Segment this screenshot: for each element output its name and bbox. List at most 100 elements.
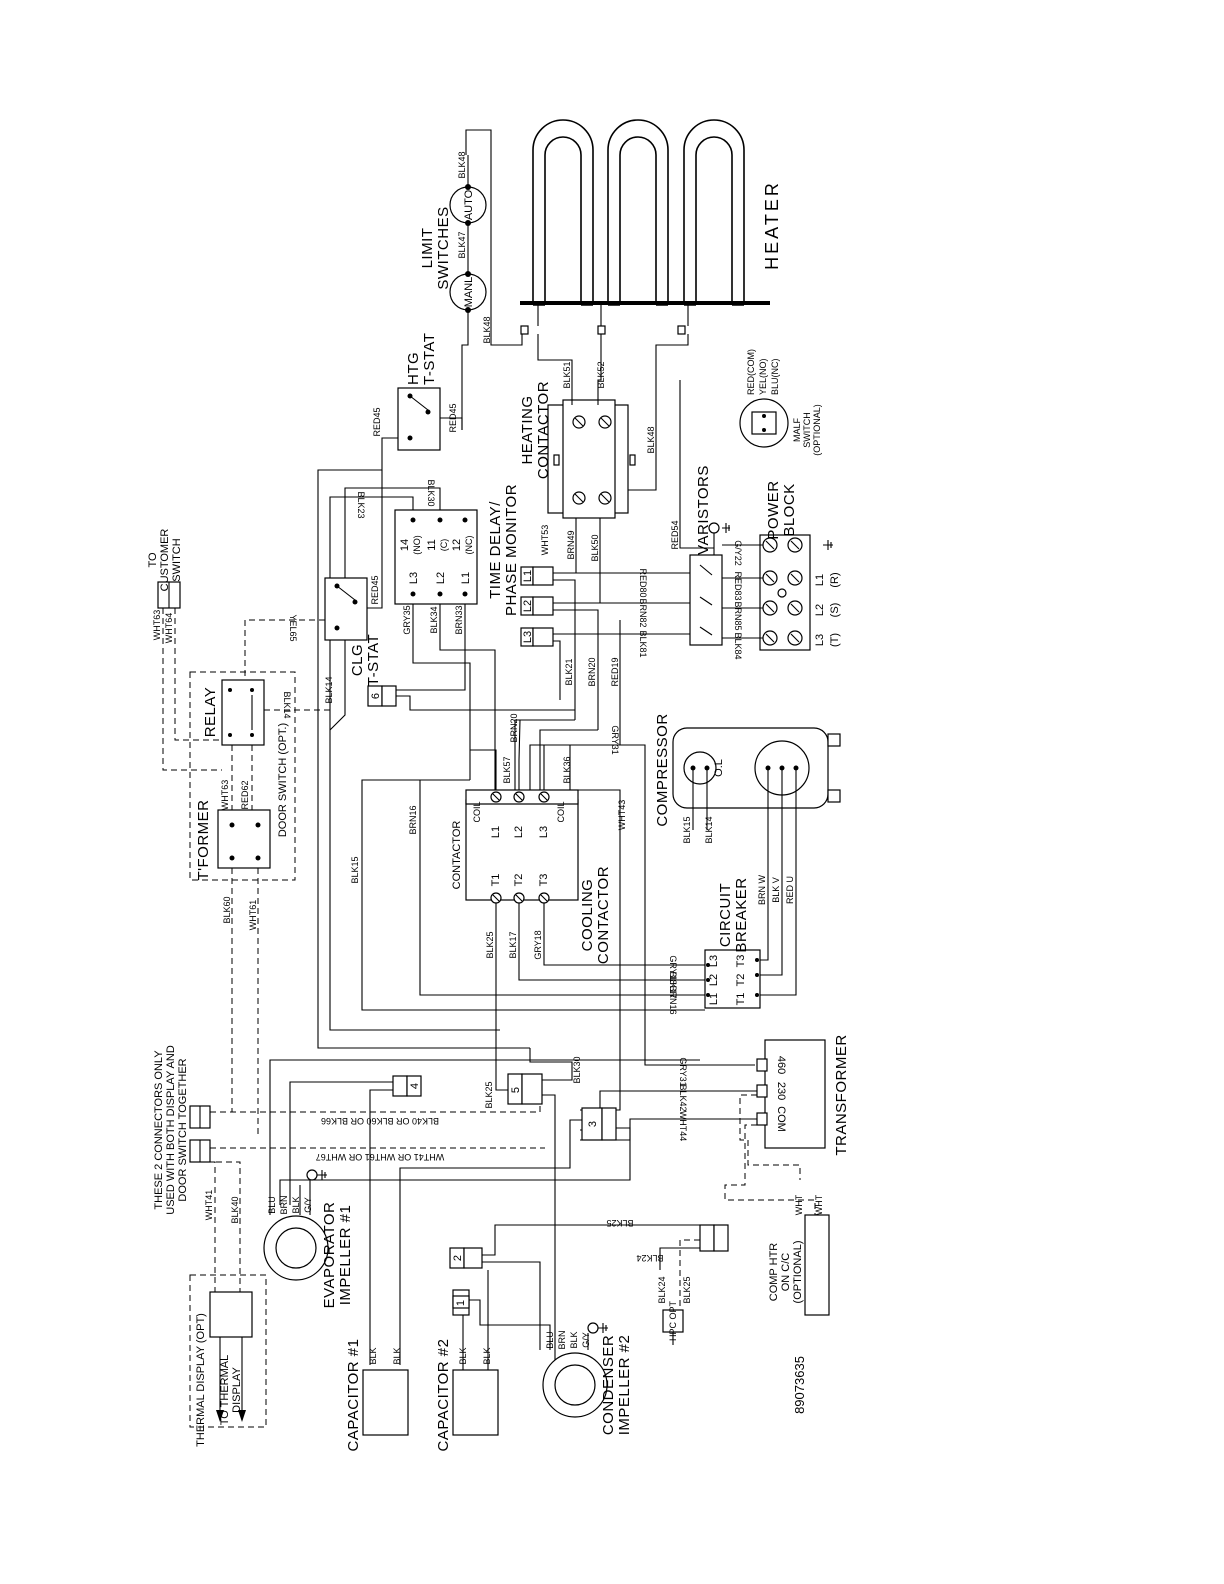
door-switch-label: DOOR SWITCH (OPT.) xyxy=(277,723,289,837)
connector-5-label: 5 xyxy=(510,1087,522,1093)
wire-red80: RED80 xyxy=(638,568,648,597)
wire-wht: WHT xyxy=(814,1194,824,1215)
cap1-blk: BLK xyxy=(368,1347,378,1364)
auto-label: AUTO xyxy=(463,189,475,220)
cb-t2: T2 xyxy=(735,974,747,987)
cb-l2: L2 xyxy=(708,974,720,986)
wire-wht44: WHT44 xyxy=(678,1111,688,1142)
tdpm-14: 14 xyxy=(399,539,411,551)
wire-blk40-60-66: BLK40 OR BLK60 OR BLK66 xyxy=(321,1116,439,1126)
customer-label-1: TO xyxy=(147,552,159,568)
connector-6: 6 xyxy=(367,685,575,711)
coil-label-right: COIL xyxy=(556,801,566,822)
these-label-2: USED WITH BOTH DISPLAY AND xyxy=(165,1045,177,1215)
evap-label-1: EVAPORATOR xyxy=(321,1202,338,1309)
tdpm-no: (NO) xyxy=(412,535,422,555)
wire-wht53: WHT53 xyxy=(540,525,550,556)
malf-label-2: SWITCH xyxy=(802,412,812,448)
transformer: 460 230 COM TRANSFORMER GRY31 BLK42 WHT4… xyxy=(580,1034,850,1215)
heating-label-1: HEATING xyxy=(519,395,536,464)
htg-tstat: HTG T-STAT RED45 RED45 xyxy=(317,333,530,1049)
wire-blk14: BLK14 xyxy=(324,676,334,703)
pb-l1: L1 xyxy=(814,574,826,586)
tdpm-conn-l1: L1 xyxy=(522,570,534,582)
wire-brn33: BRN33 xyxy=(454,605,464,634)
hpc-opt-label: HPC OPT xyxy=(668,1301,678,1342)
wire-wht64: WHT64 xyxy=(164,613,174,644)
wire-blk36: BLK36 xyxy=(562,756,572,783)
malf-nc: BLU(NC) xyxy=(770,358,780,395)
contactor-l3: L3 xyxy=(538,826,550,838)
wire-blu: BLU xyxy=(545,1331,555,1349)
clg-label-2: T-STAT xyxy=(365,634,382,686)
connector-1: 1 xyxy=(452,1289,551,1350)
wire-blk21: BLK21 xyxy=(564,658,574,685)
tdpm-l2: L2 xyxy=(435,572,447,584)
hpc-opt: BLK24 BLK24 BLK25 HPC OPT xyxy=(636,1224,729,1345)
wire-wht: WHT xyxy=(794,1194,804,1215)
wire-blk17: BLK17 xyxy=(508,931,518,958)
connector-2-label: 2 xyxy=(452,1255,464,1261)
wire-red19: RED19 xyxy=(610,657,620,686)
wire-blk52: BLK52 xyxy=(596,361,606,388)
display-door-connectors: THESE 2 CONNECTORS ONLY USED WITH BOTH D… xyxy=(153,1045,545,1295)
wire-blk25: BLK25 xyxy=(606,1218,633,1228)
wire-red45: RED45 xyxy=(370,575,380,604)
pb-l3: L3 xyxy=(814,634,826,646)
tdpm-l3: L3 xyxy=(408,572,420,584)
cooling-label-1: COOLING xyxy=(579,879,596,952)
tdpm-conn-l3: L3 xyxy=(522,631,534,643)
thermal-display: THERMAL DISPLAY (OPT) TO THERMAL DISPLAY xyxy=(189,1274,267,1447)
wire-blk84: BLK84 xyxy=(733,632,743,659)
cb-l3: L3 xyxy=(708,955,720,967)
heater-label: HEATER xyxy=(762,180,782,270)
circuit-breaker: L1 L2 L3 T1 T2 T3 CIRCUIT BREAKER GRY18 … xyxy=(668,877,761,1015)
connector-2: 2 BLK25 xyxy=(449,1218,700,1350)
wire-red45: RED45 xyxy=(372,407,382,436)
wire-brn20: BRN20 xyxy=(509,713,519,742)
heating-contactor: HEATING CONTACTOR BLK51 BLK52 BLK48 xyxy=(519,334,689,519)
capacitor-2: BLK BLK CAPACITOR #2 xyxy=(435,1270,499,1451)
to-thermal-label-2: DISPLAY xyxy=(231,1367,243,1413)
pb-l1s: (R) xyxy=(829,572,841,587)
cb-t1: T1 xyxy=(735,993,747,1006)
contactor-l1: L1 xyxy=(490,826,502,838)
wire-brn20: BRN20 xyxy=(587,657,597,686)
wire-gry31: GRY31 xyxy=(610,725,620,754)
heating-label-2: CONTACTOR xyxy=(535,381,552,479)
manl-label: MANL xyxy=(463,277,475,308)
coil-label-left: COIL xyxy=(472,801,482,822)
wire-blk48: BLK48 xyxy=(457,151,467,178)
customer-label-2: CUSTOMER xyxy=(159,529,171,592)
wire-gry18: GRY18 xyxy=(533,930,543,959)
wire-blk23: BLK23 xyxy=(356,491,366,518)
circuit-label-2: BREAKER xyxy=(733,877,750,952)
cap1-label: CAPACITOR #1 xyxy=(345,1339,362,1452)
wire-wht61: WHT61 xyxy=(248,900,258,931)
wire-blk14: BLK14 xyxy=(282,691,292,718)
wire-blk14: BLK14 xyxy=(704,816,714,843)
wire-blk17: BLK17 xyxy=(668,971,678,998)
wire-red62: RED62 xyxy=(240,780,250,809)
connector-4: 4 xyxy=(289,1075,422,1365)
door-switch-group: RELAY BLK14 T'FORMER DOOR SWITCH (OPT.) … xyxy=(189,671,331,1138)
compressor-label: COMPRESSOR xyxy=(654,713,671,826)
wire-blk42: BLK42 xyxy=(678,1084,688,1111)
tdpm-11: 11 xyxy=(426,539,438,550)
comp-htr-label-1: COMP HTR xyxy=(768,1243,780,1302)
wire-blk30: BLK30 xyxy=(572,1056,582,1083)
tdpm-label-1: TIME DELAY/ xyxy=(487,501,504,599)
capacitor-1: BLK BLK CAPACITOR #1 xyxy=(345,1339,409,1452)
wire-blk: BLK xyxy=(291,1196,301,1213)
time-delay-phase-monitor: 14 (NO) 11 (C) 12 (NC) L3 L2 L1 TIME DEL… xyxy=(329,479,520,1031)
varistors-power-block: VARISTORS RED54 G/Y22 RED83 BRN85 BLK84 … xyxy=(670,380,841,660)
tdpm-c: (C) xyxy=(439,539,449,552)
limit-label-1: LIMIT xyxy=(419,228,436,269)
circuit-label-1: CIRCUIT xyxy=(717,883,734,947)
wire-blk34: BLK34 xyxy=(429,606,439,633)
tdpm-l1: L1 xyxy=(460,572,472,584)
customer-label-3: SWITCH xyxy=(171,538,183,581)
tdpm-nc: (NC) xyxy=(464,536,474,555)
tdpm-conn-l2: L2 xyxy=(522,600,534,612)
connector-4-label: 4 xyxy=(409,1083,421,1089)
